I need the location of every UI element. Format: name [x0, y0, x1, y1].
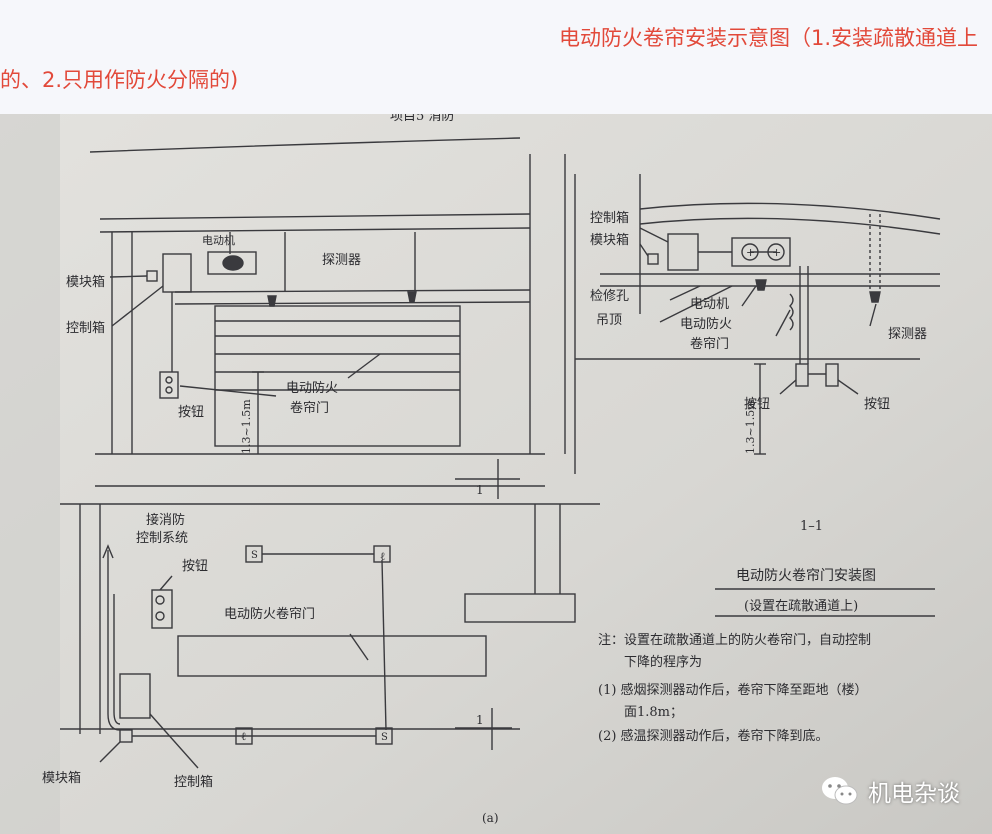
label-detector-sec: 探测器	[888, 327, 927, 342]
label-button-elev: 按钮	[178, 405, 204, 420]
label-to-fire-2: 控制系统	[136, 531, 188, 546]
legend-title: 电动防火卷帘门安装图	[736, 568, 876, 584]
section-mark-top: 1	[476, 483, 484, 497]
label-height-sec: 1.3~1.5m	[744, 399, 757, 454]
label-button-plan: 按钮	[182, 559, 208, 574]
diagram-svg: 项目5 消防	[0, 114, 992, 834]
label-shutter-elev-2: 卷帘门	[290, 400, 329, 416]
label-control-box-plan: 控制箱	[174, 774, 213, 790]
figure-caption: (a)	[482, 811, 499, 825]
label-control-box-elev: 控制箱	[66, 320, 105, 336]
svg-text:+: +	[772, 246, 781, 259]
label-module-box-sec: 模块箱	[590, 232, 629, 248]
label-module-box-elev: 模块箱	[66, 274, 105, 290]
label-motor-elev: 电动机	[202, 233, 235, 247]
label-module-box-plan: 模块箱	[42, 770, 81, 786]
svg-text:S: S	[381, 732, 388, 743]
label-shutter-sec-2: 卷帘门	[690, 336, 729, 352]
legend-note-5: (2) 感温探测器动作后，卷帘下降到底。	[598, 728, 829, 744]
svg-text:ℓ: ℓ	[380, 550, 385, 563]
legend-note-4: 面1.8m；	[624, 705, 683, 720]
label-shutter-sec-1: 电动防火	[680, 316, 732, 332]
watermark-text: 机电杂谈	[868, 781, 960, 807]
svg-text:ℓ: ℓ	[241, 730, 246, 743]
title-line-2: 的、2.只用作防火分隔的)	[0, 68, 239, 92]
label-access-hole: 检修孔	[590, 289, 629, 304]
label-motor-sec: 电动机	[690, 297, 729, 312]
section-mark-bottom: 1	[476, 713, 484, 727]
page-heading-fragment: 项目5 消防	[390, 114, 454, 124]
label-section-1-1: 1–1	[800, 519, 823, 534]
label-button-sec-left: 按钮	[744, 397, 770, 412]
diagram-photo: 项目5 消防	[0, 114, 992, 834]
legend-note-2: 下降的程序为	[624, 654, 702, 670]
label-detector-elev: 探测器	[322, 253, 361, 268]
label-ceiling: 吊顶	[596, 313, 622, 328]
label-button-sec-right: 按钮	[864, 397, 890, 412]
label-shutter-plan: 电动防火卷帘门	[224, 606, 315, 622]
legend-note-1: 注：设置在疏散通道上的防火卷帘门，自动控制	[598, 632, 871, 648]
label-to-fire-1: 接消防	[146, 512, 185, 528]
legend-subtitle: (设置在疏散通道上)	[744, 599, 858, 614]
wechat-icon	[822, 777, 858, 805]
header-bar: 电动防火卷帘安装示意图（1.安装疏散通道上 的、2.只用作防火分隔的)	[0, 0, 992, 114]
watermark: 机电杂谈	[820, 774, 960, 808]
label-shutter-elev-1: 电动防火	[286, 380, 338, 396]
label-control-box-sec: 控制箱	[590, 210, 629, 226]
title-line-1: 电动防火卷帘安装示意图（1.安装疏散通道上	[558, 26, 978, 50]
label-height-elev: 1.3~1.5m	[240, 399, 253, 454]
svg-text:+: +	[746, 246, 755, 259]
legend-note-3: (1) 感烟探测器动作后，卷帘下降至距地（楼）	[598, 682, 868, 698]
svg-text:S: S	[251, 550, 258, 561]
